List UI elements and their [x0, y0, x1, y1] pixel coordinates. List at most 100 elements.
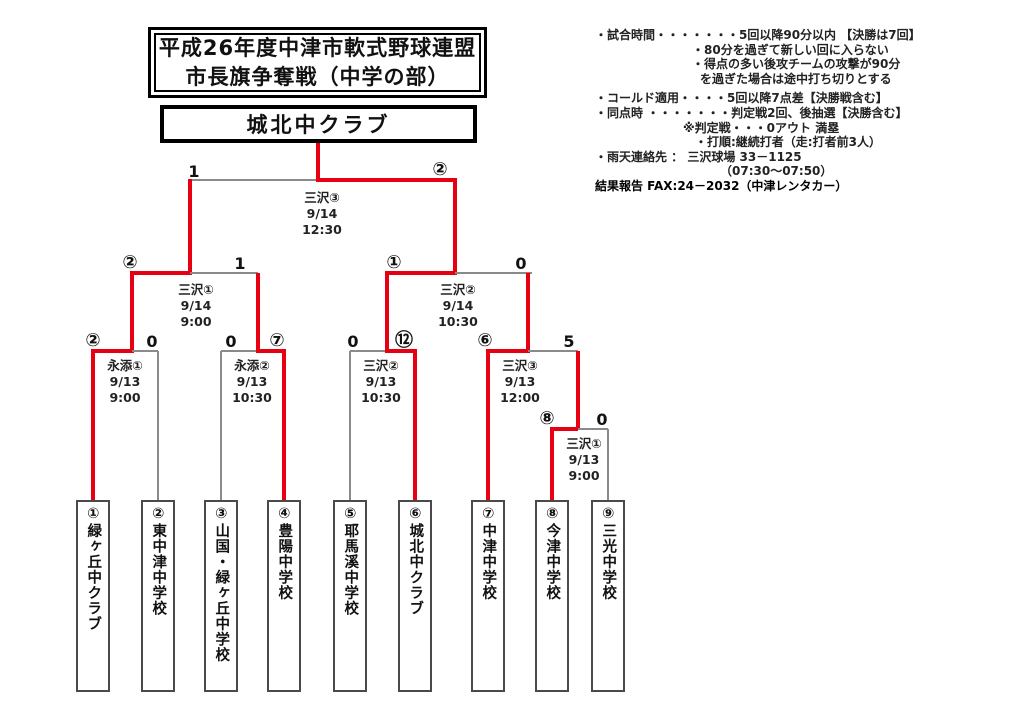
match-time: 10:30 [438, 314, 478, 329]
bracket-line [385, 349, 417, 353]
score-final-right: ② [432, 159, 448, 180]
match-label-playin: 三沢① 9/13 9:00 [529, 436, 639, 484]
match-venue: 三沢② [440, 282, 476, 297]
bracket-line [453, 178, 457, 274]
match-venue: 永添② [234, 358, 270, 373]
team-box-2: ②東中津中学校 [141, 500, 175, 692]
bracket-line [385, 273, 389, 353]
match-date: 9/13 [109, 374, 141, 389]
score-qf2-right: ⑦ [269, 330, 285, 351]
team-name: ③山国・緑ヶ丘中学校 [213, 506, 230, 663]
team-name: ④豊陽中学校 [276, 506, 293, 601]
team-box-8: ⑧今津中学校 [535, 500, 569, 692]
bracket-line [576, 351, 580, 430]
rule-line: ・コールド適用・・・・5回以降7点差【決勝戦含む】 [595, 91, 888, 106]
match-label-qf4: 三沢③ 9/13 12:00 [465, 358, 575, 406]
rule-line: （07:30～07:50） [720, 164, 833, 179]
team-box-3: ③山国・緑ヶ丘中学校 [204, 500, 238, 692]
bracket-line [350, 350, 387, 352]
match-time: 9:00 [180, 314, 212, 329]
team-box-6: ⑥城北中クラブ [398, 500, 432, 692]
match-time: 12:00 [500, 390, 540, 405]
rule-line: ・同点時 ・・・・・・・判定戦2回、後抽選【決勝含む】 [595, 105, 908, 120]
score-sf2-left: ① [386, 252, 402, 273]
bracket-line [550, 427, 578, 431]
team-name: ⑨三光中学校 [600, 506, 617, 601]
team-box-9: ⑨三光中学校 [591, 500, 625, 692]
rule-line: ※判定戦・・・0アウト 満塁 [683, 120, 840, 135]
score-qf1-left: ② [85, 330, 101, 351]
bracket-line [607, 429, 609, 501]
score-qf4-left: ⑥ [477, 330, 493, 351]
match-time: 9:00 [568, 468, 600, 483]
team-name: ①緑ヶ丘中クラブ [85, 506, 102, 632]
match-date: 9/14 [306, 206, 338, 221]
score-final-left: 1 [188, 162, 200, 181]
bracket-line [455, 272, 532, 274]
match-venue: 三沢② [363, 358, 399, 373]
team-name: ②東中津中学校 [150, 506, 167, 616]
match-time: 10:30 [361, 390, 401, 405]
match-venue: 三沢① [178, 282, 214, 297]
bracket-line [526, 273, 530, 353]
bracket-line [130, 271, 192, 275]
match-venue: 三沢③ [304, 190, 340, 205]
bracket-line [130, 273, 134, 353]
rule-line: ・試合時間・・・・・・・5回以降90分以内 【決勝は7回】 [595, 28, 921, 42]
team-box-5: ⑤耶馬溪中学校 [333, 500, 367, 692]
score-playin-left: ⑧ [539, 408, 555, 429]
bracket-line [188, 179, 192, 274]
bracket-line [91, 349, 132, 353]
score-qf2-left: 0 [225, 332, 237, 351]
match-label-sf1: 三沢① 9/14 9:00 [141, 282, 251, 330]
match-date: 9/13 [365, 374, 397, 389]
score-sf1-left: ② [122, 252, 138, 273]
tournament-title-box: 平成26年度中津市軟式野球連盟 市長旗争奪戦（中学の部） [148, 27, 487, 98]
score-qf3-left: 0 [347, 332, 359, 351]
bracket-line [220, 351, 222, 501]
bracket-line [550, 429, 554, 501]
bracket-line [190, 179, 318, 181]
rule-line: を過ぎた場合は途中打ち切りとする [700, 71, 892, 86]
tournament-title-inner: 平成26年度中津市軟式野球連盟 市長旗争奪戦（中学の部） [154, 33, 481, 92]
bracket-line [528, 350, 578, 352]
match-label-qf2: 永添② 9/13 10:30 [197, 358, 307, 406]
rule-line: ・打順:継続打者（走:打者前3人） [695, 135, 881, 150]
bracket-line [132, 350, 158, 352]
score-sf2-right: 0 [515, 254, 527, 273]
title-line-2: 市長旗争奪戦（中学の部） [185, 64, 450, 89]
match-date: 9/13 [504, 374, 536, 389]
match-time: 9:00 [109, 390, 141, 405]
bracket-line [221, 350, 258, 352]
rules-block: ・試合時間・・・・・・・5回以降90分以内 【決勝は7回】 ・80分を過ぎて新し… [595, 28, 1020, 194]
rule-line: ・80分を過ぎて新しい回に入らない [692, 42, 889, 57]
match-label-final: 三沢③ 9/14 12:30 [267, 190, 377, 238]
rule-line: ・得点の多い後攻チームの攻撃が90分 [692, 57, 901, 72]
score-sf1-right: 1 [234, 254, 246, 273]
match-time: 12:30 [302, 222, 342, 237]
bracket-line [316, 143, 320, 182]
match-venue: 三沢③ [502, 358, 538, 373]
bracket-line [316, 178, 457, 182]
match-venue: 三沢① [566, 436, 602, 451]
match-venue: 永添① [107, 358, 143, 373]
score-playin-right: 0 [596, 410, 608, 429]
bracket-line [190, 272, 258, 274]
title-line-1: 平成26年度中津市軟式野球連盟 [158, 36, 477, 61]
score-qf1-right: 0 [146, 332, 158, 351]
bracket-line [349, 351, 351, 501]
match-label-qf1: 永添① 9/13 9:00 [70, 358, 180, 406]
bracket-line [413, 351, 417, 501]
bracket-line [256, 273, 260, 353]
bracket-line [486, 349, 528, 353]
match-label-qf3: 三沢② 9/13 10:30 [326, 358, 436, 406]
score-qf3-right: ⑫ [395, 330, 413, 351]
bracket-line [486, 351, 490, 501]
match-date: 9/14 [180, 298, 212, 313]
bracket-line [157, 351, 159, 501]
rule-line: ・雨天連絡先 ： 三沢球場 33－1125 [595, 149, 802, 164]
match-date: 9/13 [236, 374, 268, 389]
team-name: ⑤耶馬溪中学校 [342, 506, 359, 616]
bracket-line [282, 351, 286, 501]
bracket-line [385, 271, 457, 275]
